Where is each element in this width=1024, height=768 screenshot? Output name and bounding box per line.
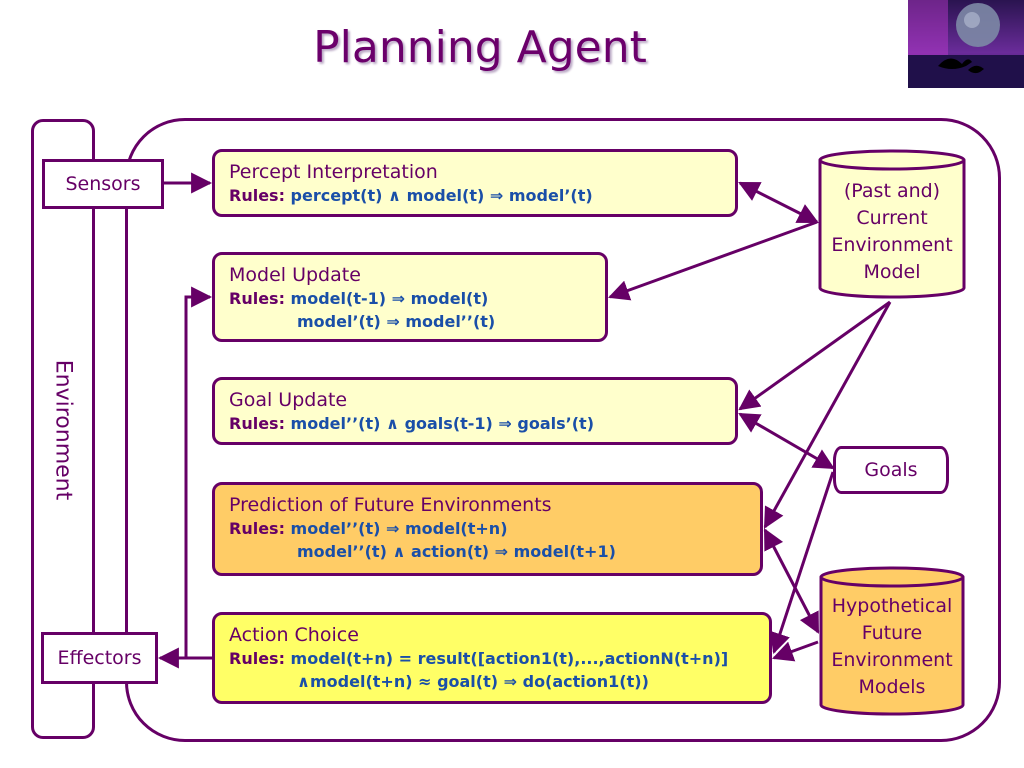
hypothetical-store-line-3: Environment: [831, 649, 953, 671]
model-update-title: Model Update: [229, 264, 361, 286]
arrow-loop-to-model-update: [184, 286, 213, 660]
current-environment-model-store: (Past and) Current Environment Model: [817, 148, 967, 300]
current-store-line-4: Model: [863, 261, 921, 283]
goal-update-box: Goal Update Rules: model’’(t) ∧ goals(t-…: [212, 377, 738, 445]
model-rule-2: model’(t) ⇒ model’’(t): [297, 312, 496, 331]
sensors-box: Sensors: [42, 159, 164, 209]
current-store-line-2: Current: [856, 207, 928, 229]
model-rule-1: model(t-1) ⇒ model(t): [290, 289, 489, 308]
goals-label: Goals: [864, 459, 918, 481]
model-update-box: Model Update Rules: model(t-1) ⇒ model(t…: [212, 252, 608, 342]
percept-interpretation-title: Percept Interpretation: [229, 161, 438, 183]
corner-photo: [908, 0, 1024, 88]
arrow-store-to-model-update: [608, 220, 818, 301]
action-rule-1: model(t+n) = result([action1(t),...,acti…: [290, 649, 729, 668]
sensors-label: Sensors: [65, 173, 141, 195]
rules-label: Rules:: [229, 289, 285, 308]
prediction-box: Prediction of Future Environments Rules:…: [212, 482, 763, 576]
hypothetical-store-line-4: Models: [858, 676, 926, 698]
rules-label: Rules:: [229, 649, 285, 668]
rules-label: Rules:: [229, 186, 285, 205]
arrow-prediction-hypothetical: [763, 528, 820, 634]
arrow-percept-model-store: [738, 181, 819, 224]
action-choice-box: Action Choice Rules: model(t+n) = result…: [212, 612, 772, 704]
goal-rule-1: model’’(t) ∧ goals(t-1) ⇒ goals’(t): [290, 414, 595, 433]
arrow-hypothetical-to-action: [772, 640, 819, 662]
rules-label: Rules:: [229, 414, 285, 433]
rules-label: Rules:: [229, 519, 285, 538]
action-choice-title: Action Choice: [229, 624, 359, 646]
prediction-rule-1: model’’(t) ⇒ model(t+n): [290, 519, 508, 538]
current-store-line-1: (Past and): [843, 180, 941, 202]
current-store-line-3: Environment: [831, 234, 953, 256]
arrow-goal-update-goals: [738, 412, 835, 470]
goal-update-title: Goal Update: [229, 389, 348, 411]
slide-title: Planning Agent: [313, 22, 647, 73]
percept-interpretation-box: Percept Interpretation Rules: percept(t)…: [212, 149, 738, 217]
percept-rule-1: percept(t) ∧ model(t) ⇒ model’(t): [290, 186, 593, 205]
hypothetical-store-line-1: Hypothetical: [831, 595, 953, 617]
hypothetical-models-store: Hypothetical Future Environment Models: [818, 565, 966, 717]
prediction-title: Prediction of Future Environments: [229, 494, 552, 516]
arrow-store-to-goal-update: [738, 300, 891, 411]
effectors-box: Effectors: [41, 632, 158, 684]
prediction-rule-2: model’’(t) ∧ action(t) ⇒ model(t+1): [297, 542, 616, 561]
hypothetical-store-line-2: Future: [861, 622, 923, 644]
action-rule-2: ∧model(t+n) ≈ goal(t) ⇒ do(action1(t)): [297, 672, 649, 691]
goals-store: Goals: [833, 446, 949, 494]
effectors-label: Effectors: [57, 647, 142, 669]
